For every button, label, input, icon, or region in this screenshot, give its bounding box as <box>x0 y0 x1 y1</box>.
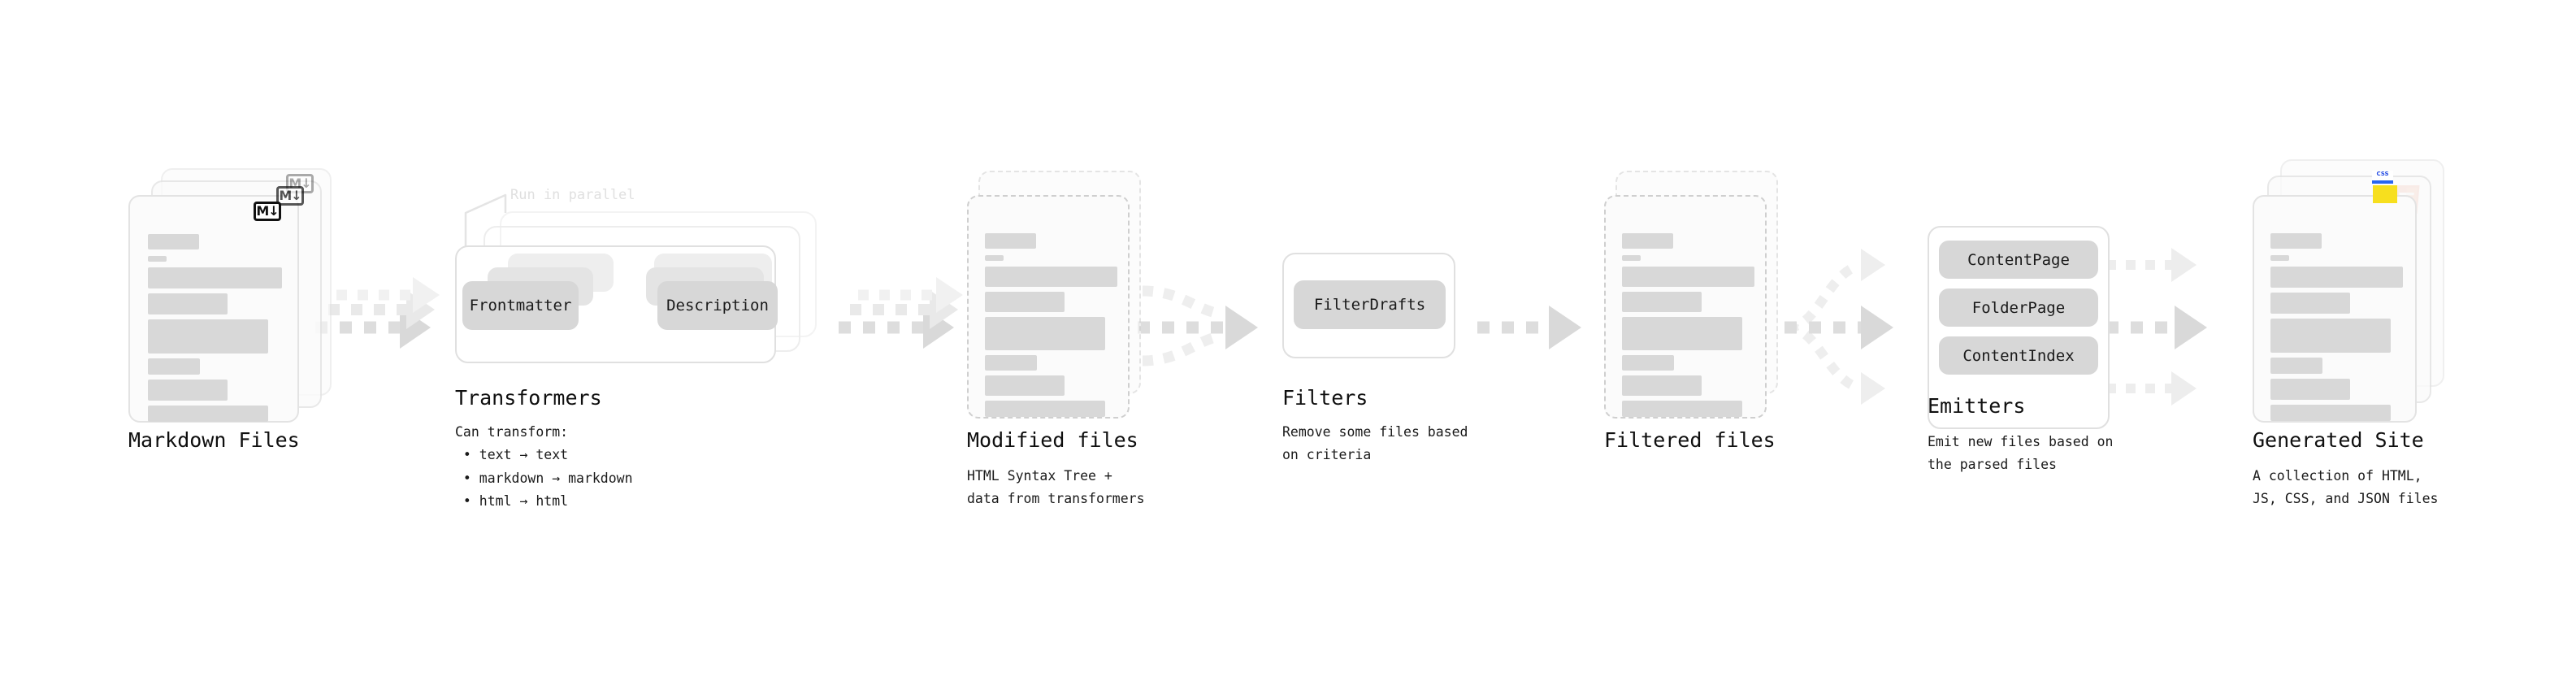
skeleton-bar <box>985 355 1037 371</box>
modified-files-title: Modified files <box>967 428 1138 452</box>
modified-card-front <box>967 195 1130 419</box>
filters-description: Remove some files based on criteria <box>1282 424 1468 463</box>
skeleton-bar <box>2270 379 2350 400</box>
skeleton-bar <box>985 317 1105 350</box>
js-icon <box>2373 185 2397 203</box>
frontmatter-chip[interactable]: Frontmatter <box>462 281 579 330</box>
connector-filtered-to-emitters <box>1785 249 1893 405</box>
skeleton-bar <box>985 292 1065 312</box>
emitters-description: Emit new files based on the parsed files <box>1928 434 2114 473</box>
run-in-parallel-label: Run in parallel <box>510 187 635 203</box>
connector-filters-to-filtered <box>1477 306 1581 349</box>
filtered-files-title: Filtered files <box>1604 428 1776 452</box>
skeleton-bar <box>985 233 1036 249</box>
skeleton-bar <box>1622 401 1742 417</box>
skeleton-bar <box>1622 292 1702 312</box>
generated-site-title: Generated Site <box>2253 428 2424 452</box>
skeleton-bar <box>985 255 1004 261</box>
markdown-icon-back-1: M↓ <box>276 186 304 206</box>
markdown-card-front <box>128 195 299 423</box>
connector-emitters-to-site <box>2106 248 2207 406</box>
filtered-card-front <box>1604 195 1767 419</box>
markdown-icon: M↓ <box>254 202 281 221</box>
transformers-description: Can transform: • text → text • markdown … <box>455 424 633 510</box>
skeleton-bar <box>2270 319 2391 353</box>
connector-modified-to-filters <box>1138 285 1258 367</box>
contentpage-chip[interactable]: ContentPage <box>1939 241 2098 279</box>
filterdrafts-chip[interactable]: FilterDrafts <box>1294 280 1446 329</box>
skeleton-bar <box>1622 233 1673 249</box>
skeleton-bar <box>1622 355 1674 371</box>
skeleton-bar <box>985 267 1117 287</box>
skeleton-bar <box>985 375 1065 396</box>
skeleton-bar <box>148 293 228 314</box>
skeleton-bar <box>1622 375 1702 396</box>
skeleton-bar <box>148 256 167 262</box>
skeleton-bar <box>148 358 200 375</box>
skeleton-bar <box>148 319 268 354</box>
skeleton-bar <box>2270 293 2350 314</box>
skeleton-bar <box>985 401 1105 417</box>
emitters-title: Emitters <box>1928 394 2026 418</box>
skeleton-bar <box>2270 233 2322 249</box>
contentindex-chip[interactable]: ContentIndex <box>1939 336 2098 375</box>
filters-title: Filters <box>1282 386 1368 410</box>
site-card-front <box>2253 195 2417 423</box>
skeleton-bar <box>148 234 199 249</box>
skeleton-bar <box>1622 255 1641 261</box>
skeleton-bar <box>2270 267 2403 288</box>
connector-markdown-to-transformers <box>315 277 440 349</box>
modified-files-description: HTML Syntax Tree + data from transformer… <box>967 468 1145 507</box>
skeleton-bar <box>148 380 228 401</box>
css-icon: CSS <box>2372 171 2393 184</box>
skeleton-bar <box>148 406 268 422</box>
markdown-files-title: Markdown Files <box>128 428 300 452</box>
transformers-title: Transformers <box>455 386 602 410</box>
generated-site-description: A collection of HTML, JS, CSS, and JSON … <box>2253 468 2439 507</box>
skeleton-bar <box>148 267 282 288</box>
skeleton-bar <box>2270 405 2391 421</box>
folderpage-chip[interactable]: FolderPage <box>1939 288 2098 327</box>
connector-transformers-to-modified <box>839 277 963 349</box>
skeleton-bar <box>2270 358 2322 374</box>
skeleton-bar <box>2270 255 2289 261</box>
description-chip[interactable]: Description <box>657 281 778 330</box>
skeleton-bar <box>1622 317 1742 350</box>
skeleton-bar <box>1622 267 1754 287</box>
